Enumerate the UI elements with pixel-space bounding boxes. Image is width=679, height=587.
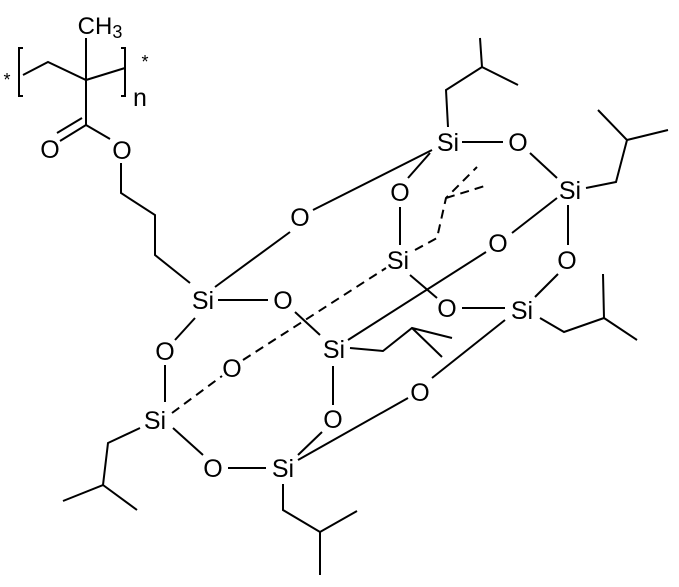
main-chain-bond	[22, 60, 126, 82]
silicon-atoms: Si Si Si Si Si Si Si Si	[144, 129, 581, 483]
si-atom: Si	[323, 336, 345, 364]
o-atom: O	[437, 295, 456, 323]
o-atom: O	[222, 355, 241, 383]
o-atom: O	[488, 230, 507, 258]
si-atom: Si	[192, 287, 214, 315]
repeat-index: n	[133, 84, 147, 112]
si-atom: Si	[559, 177, 581, 205]
methyl-label: CH3	[78, 13, 123, 43]
left-end-group: *	[3, 70, 10, 90]
si-atom: Si	[272, 455, 294, 483]
si-atom: Si	[144, 407, 166, 435]
isobutyl-groups	[62, 37, 669, 575]
si-atom: Si	[437, 129, 459, 157]
cage-bonds	[164, 141, 569, 469]
o-atom: O	[273, 287, 292, 315]
o-atom: O	[410, 379, 429, 407]
carbonyl-double-bond	[56, 117, 87, 142]
propyl-linker	[120, 163, 191, 284]
left-bracket	[18, 47, 23, 97]
ester-oxygen: O	[112, 137, 131, 165]
right-end-group: *	[141, 52, 148, 72]
o-atom: O	[323, 406, 342, 434]
si-atom: Si	[387, 247, 409, 275]
o-atom: O	[290, 204, 309, 232]
right-bracket	[121, 47, 126, 97]
methacrylate-backbone	[18, 38, 191, 284]
o-atom: O	[203, 455, 222, 483]
o-atom: O	[557, 247, 576, 275]
ester-bond	[85, 124, 111, 140]
o-atom: O	[508, 129, 527, 157]
o-atom: O	[155, 338, 174, 366]
oxygen-atoms: O O O O O O O O O O O O	[155, 129, 576, 483]
rear-bonds	[171, 166, 489, 414]
carbonyl-oxygen: O	[40, 136, 59, 164]
si-atom: Si	[511, 297, 533, 325]
o-atom: O	[390, 179, 409, 207]
